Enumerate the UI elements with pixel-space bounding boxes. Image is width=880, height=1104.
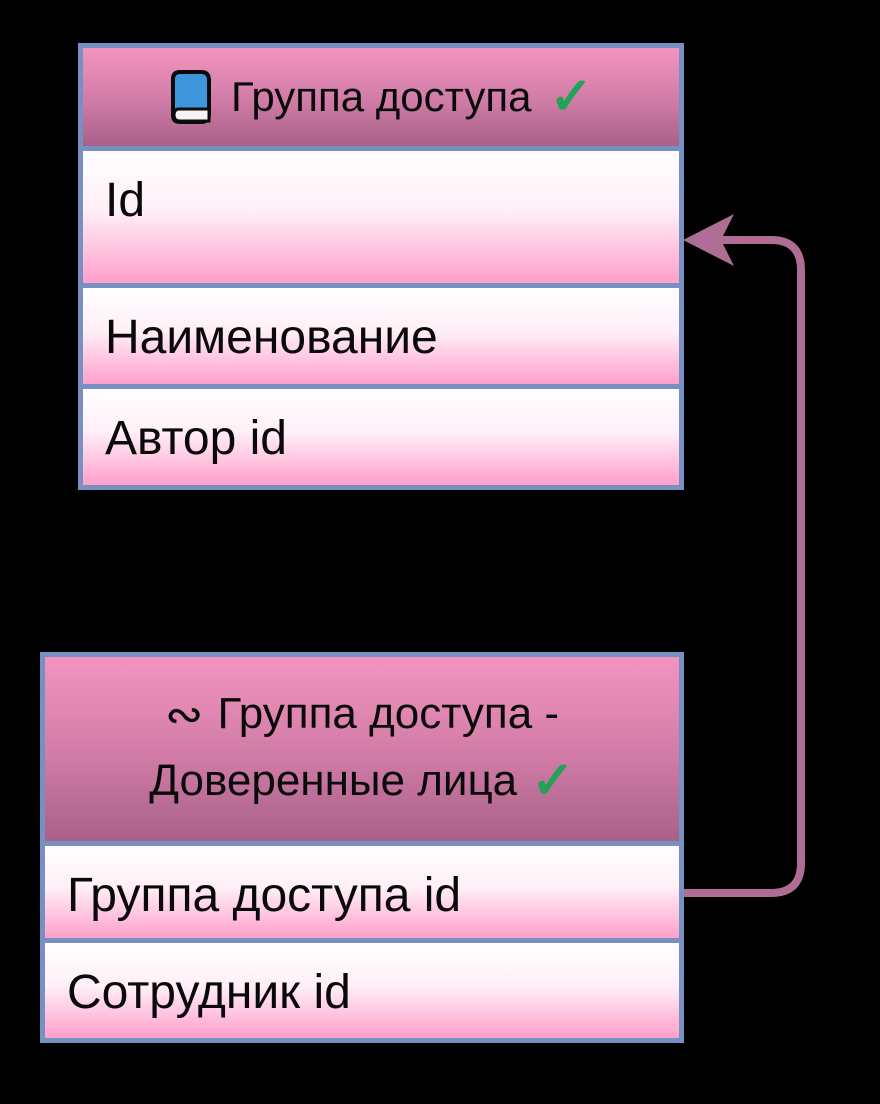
field-label: Id [105,174,146,227]
entity-access-group-trustees-header[interactable]: ∾ Группа доступа - Доверенные лица ✓ [45,657,679,841]
arrow-shaft[interactable] [684,236,805,897]
field-row-gruppa-dostupa-id[interactable]: Группа доступа id [45,841,679,938]
checkmark-icon: ✓ [549,68,594,126]
book-icon [169,69,213,125]
entity-access-group-header[interactable]: Группа доступа ✓ [83,48,679,146]
entity-access-group-trustees[interactable]: ∾ Группа доступа - Доверенные лица ✓ Гру… [40,652,684,1043]
field-label: Сотрудник id [67,966,351,1019]
field-label: Группа доступа id [67,869,462,922]
field-label: Автор id [105,412,287,465]
entity-access-group[interactable]: Группа доступа ✓ Id Наименование Автор i… [78,43,684,490]
field-row-id[interactable]: Id [83,146,679,283]
field-row-avtor-id[interactable]: Автор id [83,384,679,485]
header-title-line1: ∾ Группа доступа - [165,691,559,737]
field-label: Наименование [105,311,438,364]
checkmark-icon: ✓ [530,752,575,810]
infinity-icon: ∾ [164,688,204,740]
field-row-sotrudnik-id[interactable]: Сотрудник id [45,938,679,1038]
arrowhead-icon [683,214,734,266]
entity-title: Группа доступа [230,73,532,120]
field-row-naimenovanie[interactable]: Наименование [83,283,679,384]
entity-title-line2: Доверенные лица [149,756,518,805]
header-title-line2: Доверенные лица ✓ [149,752,575,810]
entity-title-line1: Группа доступа - [217,689,560,738]
